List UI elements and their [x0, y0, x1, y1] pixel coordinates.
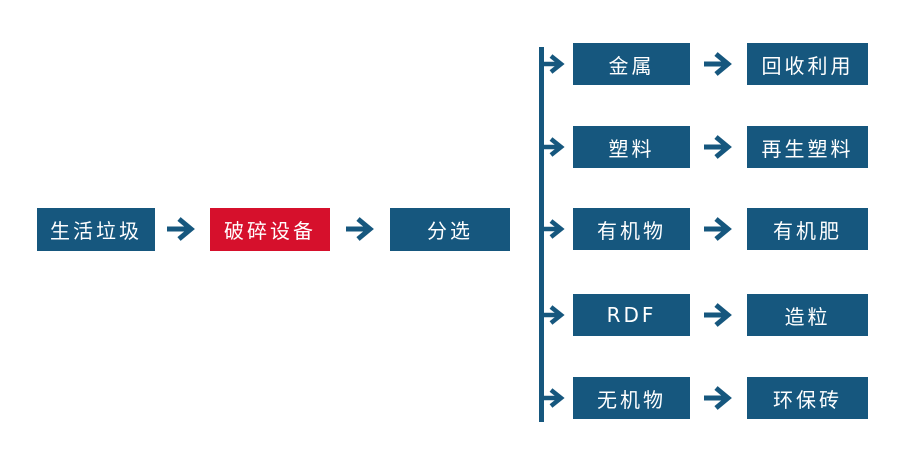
node-household-waste-label: 生活垃圾: [50, 219, 142, 243]
node-granulation: 造粒: [747, 294, 868, 336]
node-eco-brick: 环保砖: [747, 377, 868, 419]
node-crushing-equipment-label: 破碎设备: [224, 219, 316, 243]
node-organic-matter: 有机物: [573, 208, 690, 250]
right-arrow-icon: [704, 52, 732, 76]
branch-arrow-icon: [542, 219, 565, 239]
node-metal: 金属: [573, 43, 690, 85]
node-granulation-label: 造粒: [784, 304, 831, 329]
branch-connector-line: [539, 47, 544, 422]
node-organic-matter-label: 有机物: [597, 218, 666, 243]
node-metal-label: 金属: [608, 53, 655, 78]
node-inorganic-matter: 无机物: [573, 377, 690, 419]
node-recycled-plastic-label: 再生塑料: [761, 136, 854, 161]
node-organic-fertilizer: 有机肥: [747, 208, 868, 250]
node-plastic: 塑料: [573, 126, 690, 168]
branch-arrow-icon: [542, 137, 565, 157]
node-sorting-label: 分选: [427, 219, 473, 243]
branch-arrow-icon: [542, 305, 565, 325]
right-arrow-icon: [704, 303, 732, 327]
node-eco-brick-label: 环保砖: [773, 387, 842, 412]
node-inorganic-matter-label: 无机物: [597, 387, 666, 412]
right-arrow-icon: [704, 135, 732, 159]
node-household-waste: 生活垃圾: [37, 208, 155, 251]
node-crushing-equipment: 破碎设备: [210, 208, 330, 251]
node-recycling: 回收利用: [747, 43, 868, 85]
branch-arrow-icon: [542, 54, 565, 74]
node-recycled-plastic: 再生塑料: [747, 126, 868, 168]
node-recycling-label: 回收利用: [761, 53, 854, 78]
right-arrow-icon: [346, 217, 374, 241]
node-rdf-label: RDF: [606, 303, 657, 327]
right-arrow-icon: [704, 386, 732, 410]
branch-arrow-icon: [542, 388, 565, 408]
node-plastic-label: 塑料: [608, 136, 655, 161]
right-arrow-icon: [704, 217, 732, 241]
right-arrow-icon: [167, 217, 195, 241]
node-organic-fertilizer-label: 有机肥: [773, 218, 842, 243]
node-sorting: 分选: [390, 208, 510, 251]
node-rdf: RDF: [573, 294, 690, 336]
